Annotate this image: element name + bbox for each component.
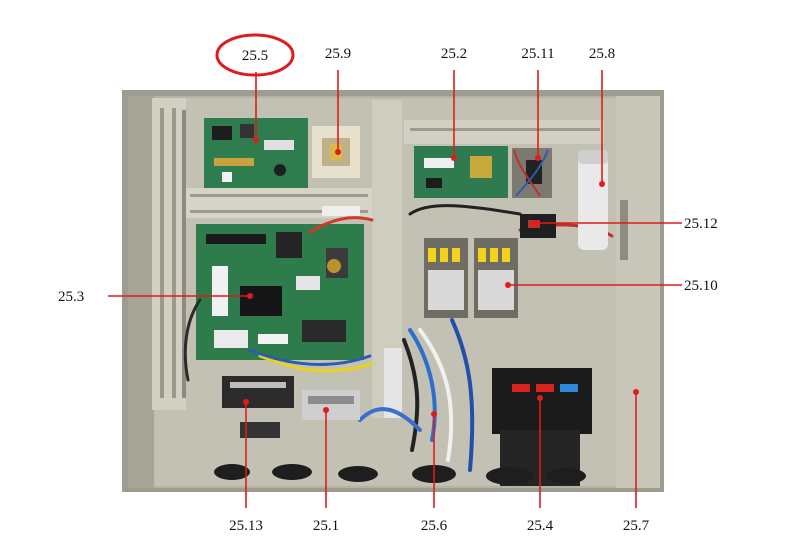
leader-dot-25-13 — [243, 399, 249, 405]
horizontal-wire-duct — [186, 188, 372, 218]
callout-label: 25.4 — [527, 518, 554, 534]
relay — [512, 148, 552, 198]
center-wire-duct — [372, 100, 604, 418]
leader-dot-25-11 — [535, 155, 541, 161]
capacitor — [578, 150, 608, 250]
leader-dot-25-2 — [451, 155, 457, 161]
left-wire-duct — [152, 98, 186, 410]
terminal-strip — [222, 376, 294, 438]
leader-dot-25-8 — [599, 181, 605, 187]
callout-label: 25.13 — [229, 518, 263, 534]
leader-dot-25-6 — [431, 411, 437, 417]
callout-label: 25.5 — [242, 48, 268, 64]
leader-dot-25-3 — [247, 293, 253, 299]
contactor-small — [520, 214, 556, 238]
callout-label: 25.9 — [325, 46, 351, 62]
pcb-top-right — [414, 146, 508, 198]
terminal-blocks — [424, 238, 518, 318]
leader-lines — [108, 70, 682, 508]
cabinet-photo — [122, 90, 664, 492]
callout-label: 25.7 — [623, 518, 650, 534]
leader-dot-25-1 — [323, 407, 329, 413]
callout-label: 25.3 — [58, 289, 84, 305]
callout-label: 25.8 — [589, 46, 615, 62]
leader-dot-25-5 — [253, 137, 259, 143]
callout-label: 25.6 — [421, 518, 448, 534]
leader-dot-25-4 — [537, 395, 543, 401]
callout-label: 25.11 — [521, 46, 554, 62]
leader-dot-25-12 — [533, 220, 539, 226]
leader-dot-25-10 — [505, 282, 511, 288]
callout-label: 25.10 — [684, 278, 718, 294]
leader-dot-25-9 — [335, 149, 341, 155]
ground-block — [302, 390, 360, 420]
pcb-main — [196, 224, 364, 360]
callout-labels: 25.5 25.9 25.2 25.11 25.8 25.12 25.3 25.… — [58, 46, 718, 534]
callout-label: 25.12 — [684, 216, 718, 232]
leader-dot-25-7 — [633, 389, 639, 395]
highlight-ellipse — [215, 33, 295, 77]
callout-label: 25.2 — [441, 46, 467, 62]
callout-label: 25.1 — [313, 518, 339, 534]
